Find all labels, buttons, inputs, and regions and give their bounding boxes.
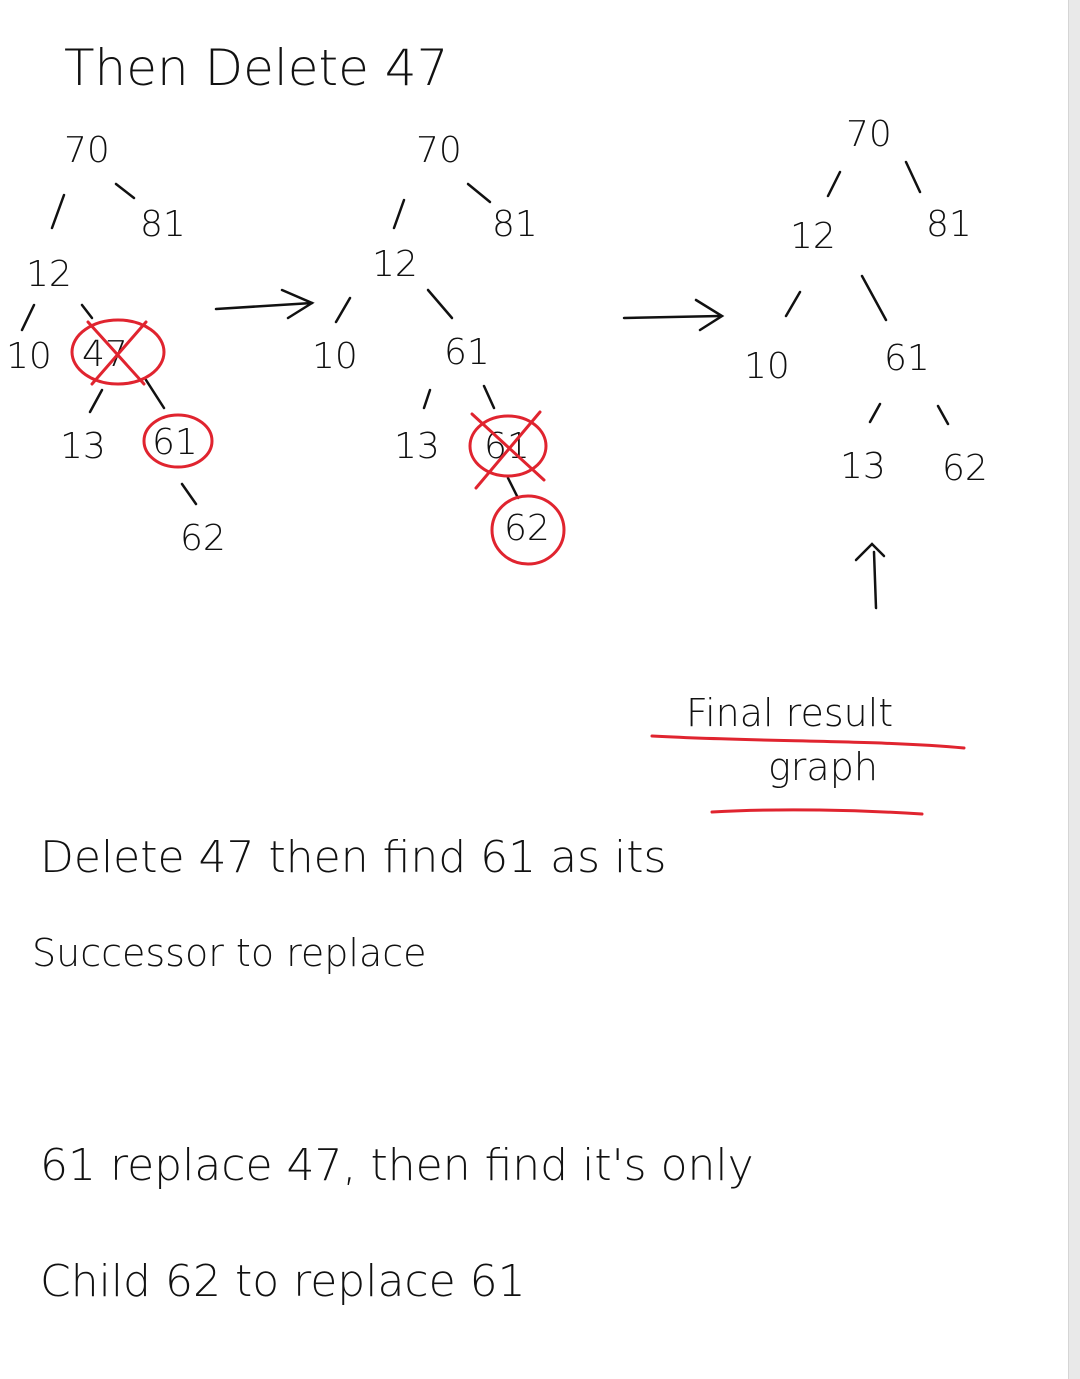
arrow-icon xyxy=(622,298,725,332)
note-line-4: Child 62 to replace 61 xyxy=(40,1256,526,1307)
tree-step-1: 70 81 12 10 47 13 61 62 xyxy=(6,130,226,559)
edge-12-61 xyxy=(426,288,454,320)
node-70: 70 xyxy=(846,114,892,155)
node-13: 13 xyxy=(394,426,440,467)
edge-70-81 xyxy=(904,160,922,194)
node-10: 10 xyxy=(744,346,790,387)
edge-61-62 xyxy=(936,404,950,426)
edge-70-12 xyxy=(392,198,406,230)
edge-70-81 xyxy=(114,182,136,200)
delete-circle xyxy=(468,414,548,478)
edge-47-13 xyxy=(88,388,104,414)
edge-61-13 xyxy=(868,402,882,424)
edge-61-13 xyxy=(422,388,432,410)
final-result-label: Final result graph xyxy=(650,691,966,816)
underline xyxy=(650,734,966,750)
edge-47-61 xyxy=(144,378,166,410)
edge-61-62 xyxy=(506,476,520,500)
node-10: 10 xyxy=(312,336,358,377)
final-label-line1: Final result xyxy=(686,691,893,735)
node-61: 61 xyxy=(152,422,198,463)
edge-61-61 xyxy=(482,384,496,410)
node-12: 12 xyxy=(26,254,72,295)
node-61: 61 xyxy=(444,332,490,373)
edge-12-10 xyxy=(20,303,36,332)
node-10: 10 xyxy=(6,336,52,377)
arrow-icon xyxy=(214,288,315,320)
note-line-1: Delete 47 then find 61 as its xyxy=(40,832,666,883)
node-62: 62 xyxy=(942,448,988,489)
edge-12-10 xyxy=(334,296,352,324)
tree-step-2: 70 81 12 10 61 13 61 62 xyxy=(312,130,566,566)
node-13: 13 xyxy=(840,446,886,487)
cross-mark xyxy=(90,320,148,386)
node-12: 12 xyxy=(790,216,836,257)
node-81: 81 xyxy=(140,204,186,245)
underline xyxy=(710,808,924,816)
node-81: 81 xyxy=(492,204,538,245)
edge-12-47 xyxy=(80,303,94,320)
node-62: 62 xyxy=(180,518,226,559)
node-70: 70 xyxy=(416,130,462,171)
up-arrow-icon xyxy=(854,542,886,610)
cross-mark xyxy=(86,320,146,386)
edge-70-12 xyxy=(50,193,66,230)
page-title: Then Delete 47 xyxy=(64,39,448,97)
replacement-circle xyxy=(490,494,566,566)
edge-61-62 xyxy=(180,482,198,506)
final-label-line2: graph xyxy=(768,745,878,789)
cross-mark xyxy=(470,412,546,482)
note-line-2: Successor to replace xyxy=(32,931,427,975)
node-62: 62 xyxy=(504,508,550,549)
node-61: 61 xyxy=(884,338,930,379)
note-line-3: 61 replace 47, then find it's only xyxy=(40,1140,754,1191)
node-81: 81 xyxy=(926,204,972,245)
edge-70-81 xyxy=(466,182,492,204)
delete-circle xyxy=(70,318,166,386)
edge-12-61 xyxy=(860,274,888,322)
cross-mark xyxy=(474,410,542,490)
edge-70-12 xyxy=(826,170,842,198)
successor-circle xyxy=(142,413,214,469)
tree-step-3: 70 81 12 10 61 13 62 xyxy=(744,114,988,489)
edge-12-10 xyxy=(784,290,802,318)
node-70: 70 xyxy=(64,130,110,171)
node-13: 13 xyxy=(60,426,106,467)
node-12: 12 xyxy=(372,244,418,285)
scrollbar-rail[interactable] xyxy=(1068,0,1080,1379)
